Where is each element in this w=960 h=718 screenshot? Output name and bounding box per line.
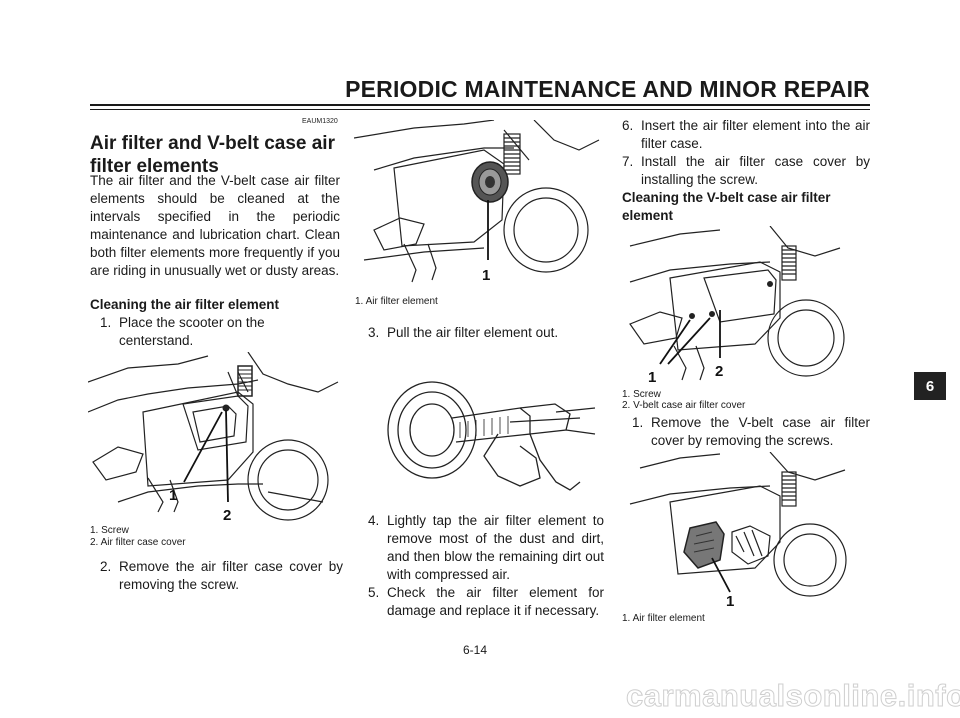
step-6: 6. Insert the air filter element into th…	[622, 117, 870, 153]
step-number: 3.	[368, 325, 380, 340]
step-v1: 1. Remove the V-belt case air filter cov…	[632, 414, 870, 450]
figure-air-filter-cover: 1 2	[88, 352, 339, 524]
intro-paragraph: The air filter and the V-belt case air f…	[90, 173, 340, 278]
page-section-title: PERIODIC MAINTENANCE AND MINOR REPAIR	[345, 76, 870, 102]
step-5: 5. Check the air filter element for dama…	[368, 584, 604, 620]
header-rule	[90, 104, 870, 106]
step-text: Lightly tap the air filter element to re…	[387, 513, 604, 582]
step-number: 4.	[368, 513, 380, 528]
step-number: 1.	[632, 415, 644, 430]
step-1: 1. Place the scooter on the centerstand.	[100, 314, 342, 350]
figure-caption-vbelt-cover: 2. V-belt case air filter cover	[622, 400, 746, 411]
figure-caption-2: 2. Air filter case cover	[90, 537, 186, 548]
step-text: Install the air filter case cover by ins…	[641, 154, 870, 187]
subheading-air-filter: Cleaning the air filter element	[90, 297, 280, 312]
callout-2: 2	[715, 363, 723, 380]
section-heading: Air filter and V-belt case air filter el…	[90, 133, 335, 177]
figure-vbelt-cover: 1 2	[629, 226, 845, 386]
step-text: Insert the air filter element into the a…	[641, 118, 870, 151]
step-4: 4. Lightly tap the air filter element to…	[368, 512, 604, 584]
step-number: 7.	[622, 154, 634, 169]
figure-caption-vbelt-element: 1. Air filter element	[622, 613, 705, 624]
callout-1: 1	[482, 267, 490, 284]
figure-caption-1: 1. Screw	[90, 525, 129, 536]
step-3: 3. Pull the air filter element out.	[368, 324, 604, 342]
step-number: 6.	[622, 118, 634, 133]
header-rule-thin	[90, 109, 870, 110]
page-number: 6-14	[463, 643, 488, 657]
step-number: 2.	[100, 559, 112, 574]
doc-code: EAUM1320	[302, 118, 338, 125]
figure-air-filter-element: 1	[354, 120, 600, 284]
step-number: 5.	[368, 585, 380, 600]
figure-caption-element: 1. Air filter element	[355, 296, 438, 307]
step-number: 1.	[100, 315, 112, 330]
figure-caption-screw: 1. Screw	[622, 389, 661, 400]
step-text: Remove the V-belt case air filter cover …	[651, 415, 870, 448]
step-text: Remove the air filter case cover by remo…	[119, 559, 343, 592]
step-text: Pull the air filter element out.	[387, 325, 559, 340]
step-text: Check the air filter element for damage …	[387, 585, 604, 618]
section-tab[interactable]: 6	[914, 372, 946, 400]
step-2: 2. Remove the air filter case cover by r…	[100, 558, 343, 594]
figure-vbelt-element: 1	[629, 452, 847, 610]
figure-filter-element-removed	[387, 381, 596, 491]
watermark: carmanualsonline.info	[626, 678, 960, 714]
subheading-vbelt: Cleaning the V-belt case air filter elem…	[622, 190, 831, 223]
callout-1: 1	[169, 487, 177, 504]
callout-1: 1	[726, 593, 734, 610]
step-text: Place the scooter on the centerstand.	[119, 315, 265, 348]
callout-1: 1	[648, 369, 656, 386]
step-7: 7. Install the air filter case cover by …	[622, 153, 870, 189]
callout-2: 2	[223, 507, 231, 524]
